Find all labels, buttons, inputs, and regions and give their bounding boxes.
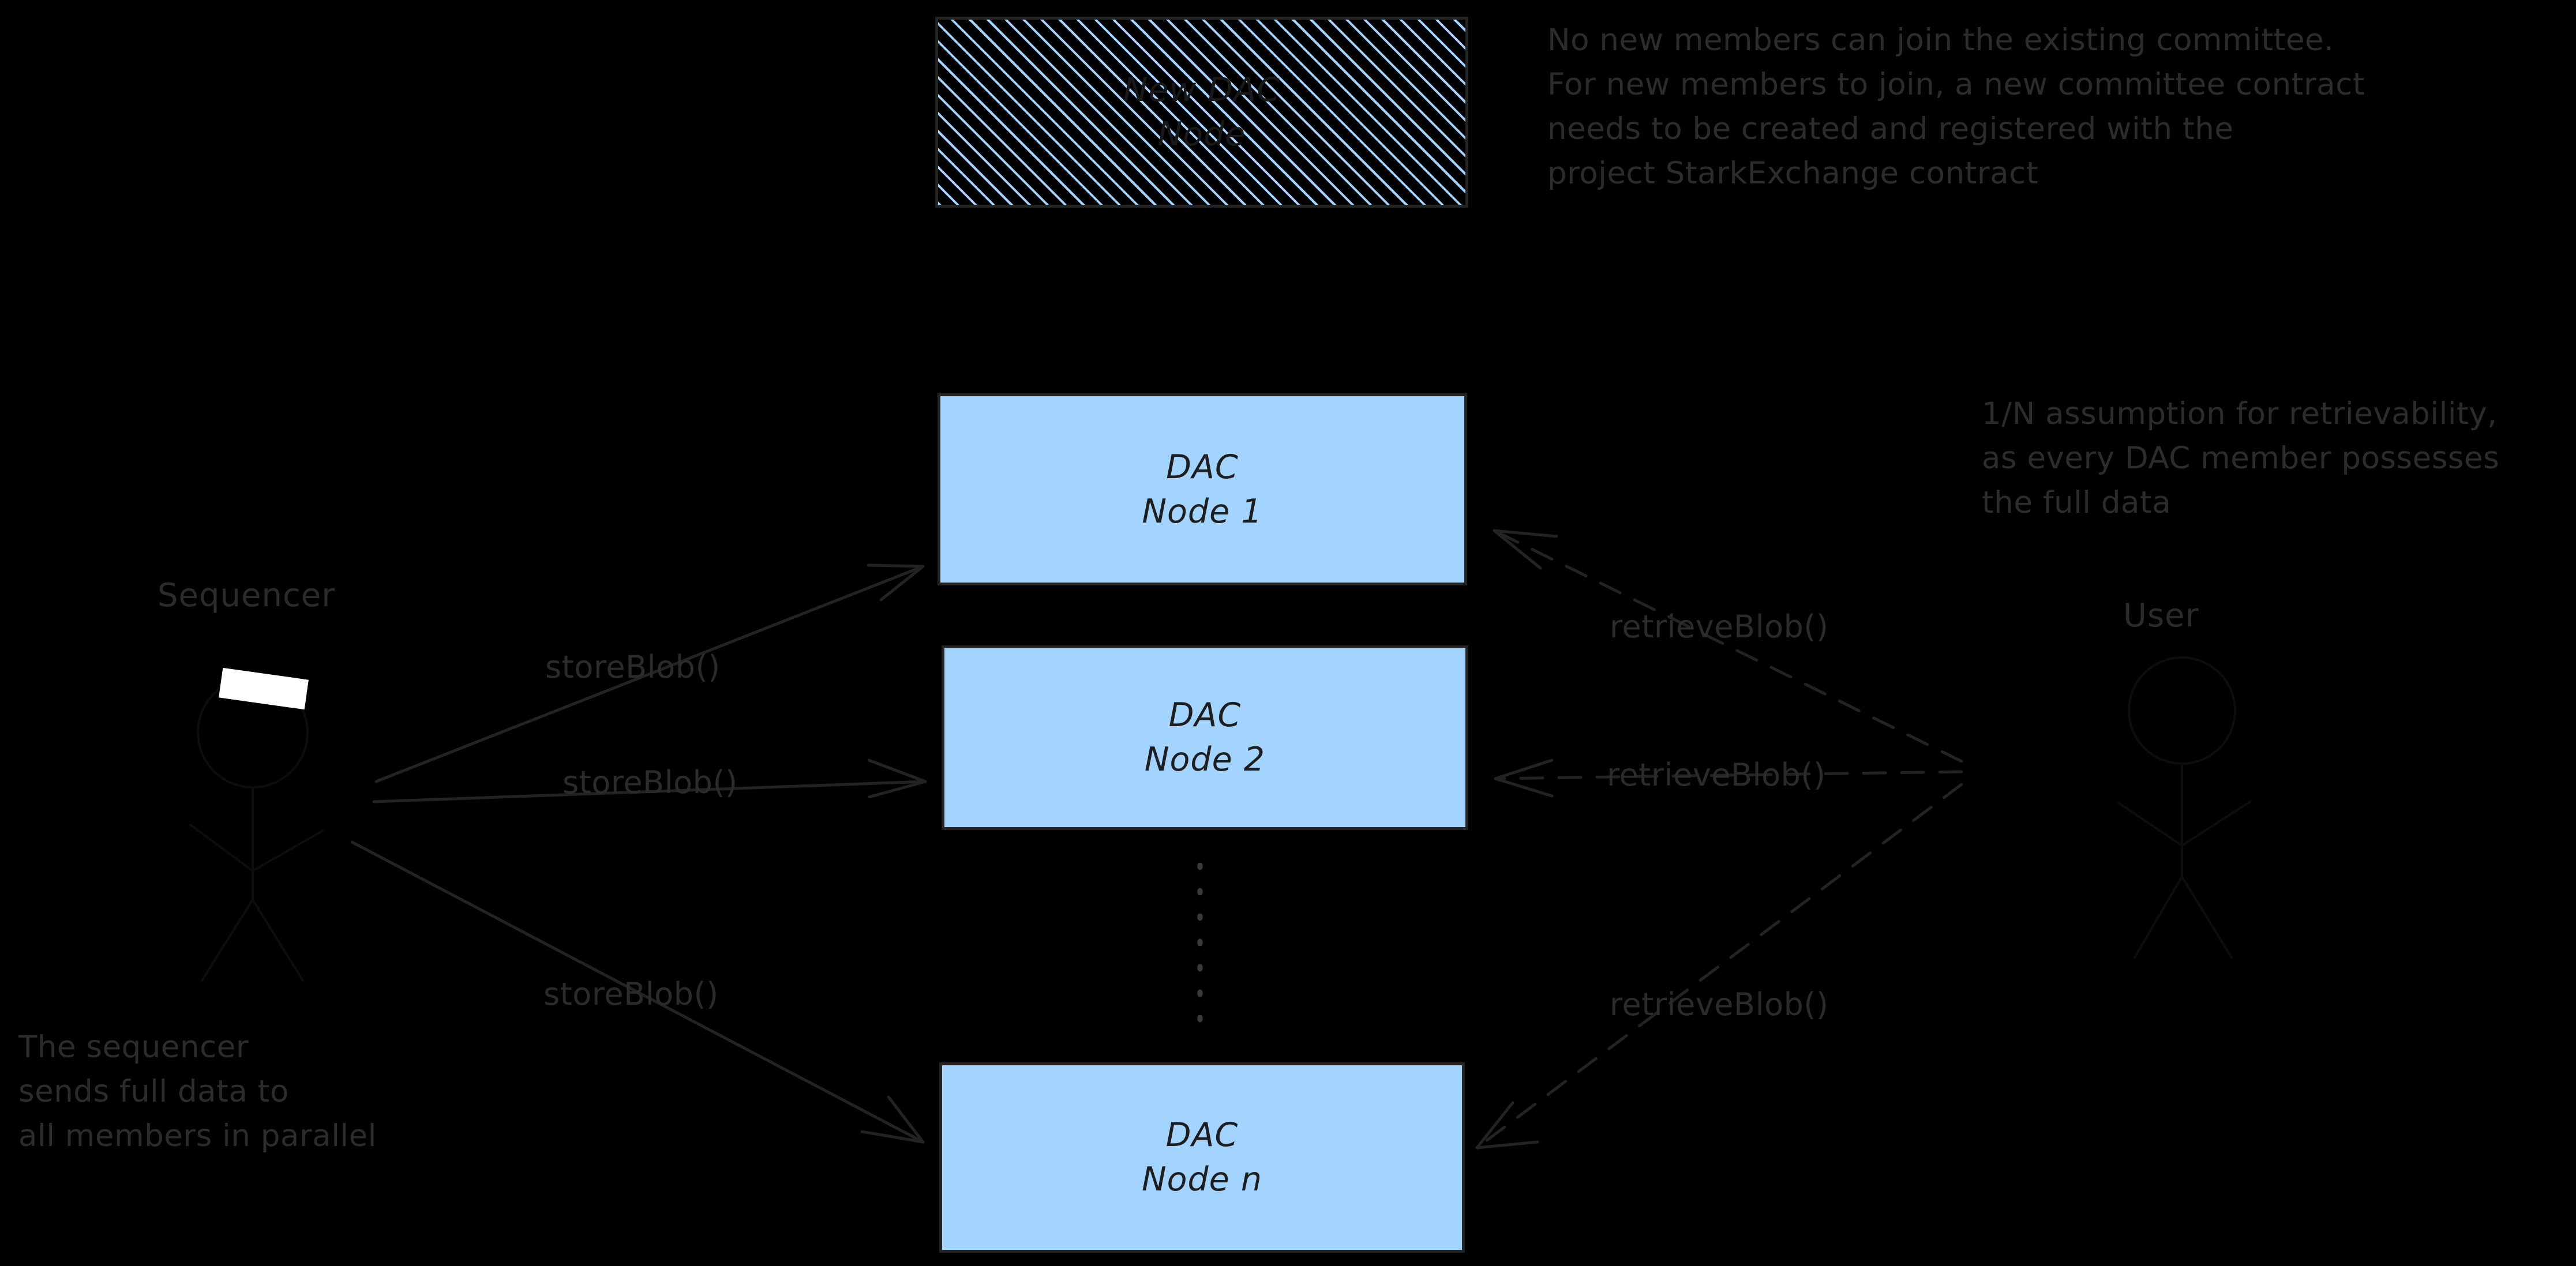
retrieve-blob-label-1: retrieveBlob() bbox=[1610, 608, 1829, 645]
dac-node-n-line2: Node n bbox=[1141, 1160, 1262, 1199]
sequencer-label: Sequencer bbox=[158, 577, 336, 614]
dac-node-n-box[interactable]: DAC Node n bbox=[939, 1062, 1465, 1253]
committee-note: No new members can join the existing com… bbox=[1547, 22, 2365, 191]
dac-node-n-line1: DAC bbox=[1165, 1116, 1239, 1155]
retrieve-arrow-node2 bbox=[1494, 770, 1963, 780]
dac-node-2-box[interactable]: DAC Node 2 bbox=[942, 645, 1468, 830]
new-dac-node-line2: Node bbox=[1157, 115, 1246, 153]
store-arrow-node1 bbox=[374, 563, 925, 783]
retrieve-arrowhead-node2 bbox=[1494, 758, 1554, 798]
dac-node-2-line2: Node 2 bbox=[1144, 741, 1266, 779]
dac-node-2-line1: DAC bbox=[1168, 696, 1242, 735]
store-arrow-noden bbox=[350, 840, 925, 1144]
retrieve-blob-label-3: retrieveBlob() bbox=[1610, 986, 1829, 1023]
retrieve-arrowhead-noden bbox=[1475, 1101, 1539, 1149]
store-blob-label-1: storeBlob() bbox=[545, 649, 721, 685]
dac-node-1-line2: Node 1 bbox=[1142, 492, 1263, 531]
store-blob-label-3: storeBlob() bbox=[543, 976, 719, 1012]
retrieve-arrowhead-node1 bbox=[1493, 529, 1558, 570]
retrieve-blob-label-2: retrieveBlob() bbox=[1607, 757, 1826, 793]
retrieve-arrow-noden bbox=[1475, 783, 1963, 1149]
user-stick-figure bbox=[2117, 656, 2251, 959]
store-arrow-node2 bbox=[372, 758, 927, 803]
store-blob-label-2: storeBlob() bbox=[563, 764, 738, 801]
retrieve-arrow-node1 bbox=[1493, 529, 1963, 763]
dac-node-1-line1: DAC bbox=[1166, 448, 1239, 486]
new-dac-node-line1: New DAC bbox=[1123, 70, 1281, 109]
user-label: User bbox=[2123, 597, 2199, 634]
retrievability-note: 1/N assumption for retrievability, as ev… bbox=[1982, 396, 2500, 520]
sequencer-note: The sequencer sends full data to all mem… bbox=[18, 1030, 377, 1154]
sequencer-stick-figure bbox=[189, 677, 324, 982]
dac-node-1-box[interactable]: DAC Node 1 bbox=[938, 393, 1467, 585]
new-dac-node-box[interactable]: New DAC Node bbox=[935, 17, 1468, 208]
